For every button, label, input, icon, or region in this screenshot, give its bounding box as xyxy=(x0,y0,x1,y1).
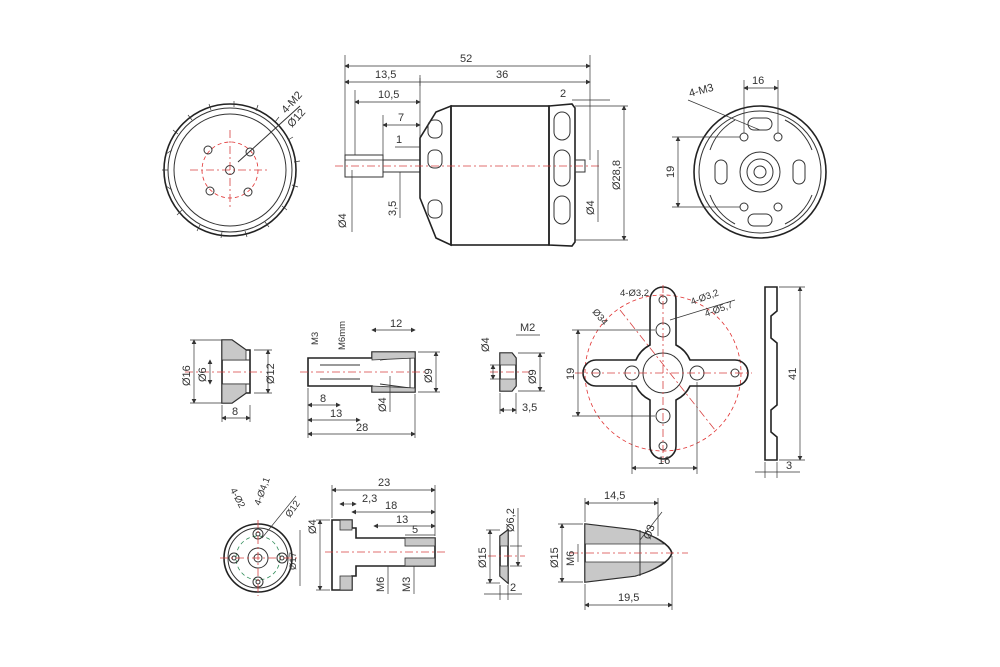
prop-adapter-side-view: 23 2,3 18 13 5 Ø4 M6 M3 xyxy=(307,477,445,594)
rear-spacing-h: 16 xyxy=(752,75,764,87)
prop-face-holes-a: 4-Ø2 xyxy=(227,486,247,510)
motor-front-view: 4-M2 Ø12 xyxy=(162,89,308,239)
adapter-len13: 13 xyxy=(330,408,342,420)
prop-side-dim18: 18 xyxy=(385,500,397,512)
prop-face-holes-b: 4-Ø4,1 xyxy=(252,476,272,507)
adapter-m6: M6mm xyxy=(337,321,348,350)
dim-to-mount: 10,5 xyxy=(378,89,399,101)
dim-7: 7 xyxy=(398,112,404,124)
xmount-side-len: 41 xyxy=(787,368,799,380)
spinner-len: 14,5 xyxy=(604,490,625,502)
xmount-holes-outer: 4-Ø5,7 xyxy=(703,300,734,320)
xmount-side-thick: 3 xyxy=(786,460,792,472)
dim-flat: 3,5 xyxy=(387,201,399,216)
adapter-d4: Ø4 xyxy=(377,397,389,412)
rear-holes-label: 4-M3 xyxy=(688,82,715,100)
collet-d-outer: Ø16 xyxy=(181,365,193,386)
prop-side-dim23: 2,3 xyxy=(362,493,377,505)
rear-spacing-v: 19 xyxy=(665,166,677,178)
dim-body: 36 xyxy=(496,69,508,81)
prop-side-dim13: 13 xyxy=(396,514,408,526)
motor-side-view: 52 13,5 36 10,5 7 1 2 Ø4 3,5 Ø28,8 Ø4 xyxy=(335,53,628,247)
prop-side-overall: 23 xyxy=(378,477,390,489)
adapter-m3: M3 xyxy=(310,332,321,345)
prop-face-d17: Ø17 xyxy=(288,552,299,570)
collet-d-bore: Ø6 xyxy=(197,367,209,382)
nut-d9: Ø9 xyxy=(527,369,539,384)
prop-adapter-face-view: 4-Ø2 4-Ø4,1 Ø12 Ø17 xyxy=(220,476,303,596)
washer-d15: Ø15 xyxy=(477,547,489,568)
motor-rear-view: 16 19 4-M3 xyxy=(665,75,827,239)
prop-side-m3: M3 xyxy=(401,577,413,592)
dim-body-d: Ø28,8 xyxy=(611,160,623,190)
adapter-d9: Ø9 xyxy=(423,368,435,383)
spinner-m6: M6 xyxy=(565,551,577,566)
spinner-d3: Ø3 xyxy=(642,523,658,541)
spinner-total: 19,5 xyxy=(618,592,639,604)
xmount-height: 19 xyxy=(565,368,577,380)
dim-1: 1 xyxy=(396,134,402,146)
shaft-adapter-view: M3 M6mm 12 Ø9 Ø4 8 13 28 xyxy=(300,318,440,438)
collet-view: Ø16 Ø6 Ø12 8 xyxy=(181,339,277,422)
dim-2: 2 xyxy=(560,88,566,100)
collet-d-shoulder: Ø12 xyxy=(265,363,277,384)
adapter-len12: 12 xyxy=(390,318,402,330)
prop-face-d12: Ø12 xyxy=(283,499,302,520)
dim-shaft-ext: 13,5 xyxy=(375,69,396,81)
spinner-d15: Ø15 xyxy=(549,547,561,568)
adapter-len28: 28 xyxy=(356,422,368,434)
prop-side-m6: M6 xyxy=(375,577,387,592)
adapter-len8: 8 xyxy=(320,393,326,405)
x-mount-view: 4-Ø3,2 Ø34 4-Ø3,2 4-Ø5,7 19 16 41 3 xyxy=(565,285,805,478)
xmount-circle: Ø34 xyxy=(590,307,610,328)
nut-view: Ø4 M2 Ø9 3,5 xyxy=(480,322,545,414)
collet-length: 8 xyxy=(232,406,238,418)
nut-m2: M2 xyxy=(520,322,535,334)
prop-side-d4: Ø4 xyxy=(307,519,319,534)
nut-thick: 3,5 xyxy=(522,402,537,414)
washer-d6: Ø6,2 xyxy=(505,508,517,532)
xmount-width: 16 xyxy=(658,455,670,467)
xmount-holes-small: 4-Ø3,2 xyxy=(620,288,649,299)
washer-thick: 2 xyxy=(510,582,516,594)
washer-view: Ø6,2 Ø15 2 xyxy=(477,508,525,600)
prop-side-dim5: 5 xyxy=(412,524,418,536)
spinner-view: 14,5 Ø3 Ø15 M6 19,5 xyxy=(549,490,688,610)
dim-overall: 52 xyxy=(460,53,472,65)
dim-rear-shaft-d: Ø4 xyxy=(585,200,597,215)
dim-shaft-d: Ø4 xyxy=(337,213,349,228)
nut-d4: Ø4 xyxy=(480,337,492,352)
